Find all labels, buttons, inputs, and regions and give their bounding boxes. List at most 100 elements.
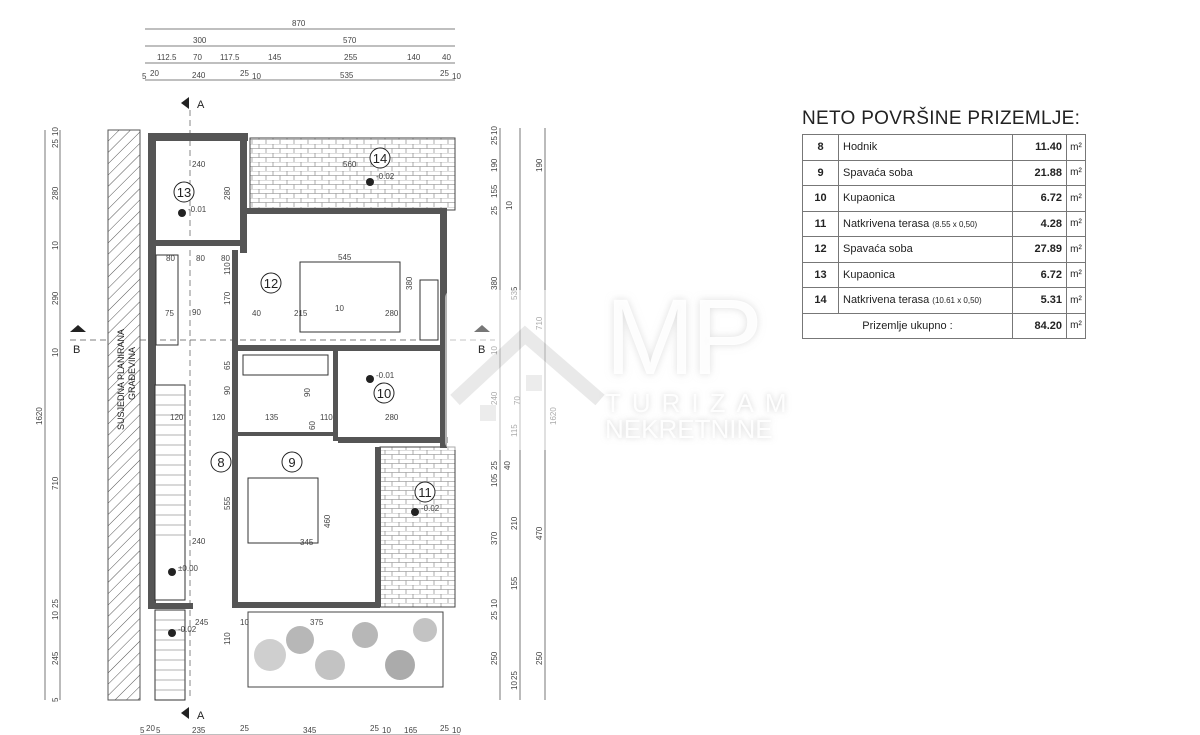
dim: 135 <box>265 413 279 422</box>
dim: 255 <box>344 53 358 62</box>
dim: 170 <box>223 291 232 305</box>
room-area: 11.40 <box>1012 134 1067 161</box>
room-name: Spavaća soba <box>838 159 1013 186</box>
room-name: Kupaonica <box>838 261 1013 288</box>
room-name: Spavaća soba <box>838 236 1013 263</box>
table-row: 8 Hodnik 11.40 m² <box>802 134 1086 161</box>
dim: 375 <box>310 618 324 627</box>
room-area: 6.72 <box>1012 185 1067 212</box>
dim: 40 <box>252 309 261 318</box>
room-number: 10 <box>377 386 391 401</box>
dim: 25 <box>240 724 249 733</box>
dim: 190 <box>535 158 544 172</box>
dim: 25 <box>490 206 499 215</box>
table-row: 10 Kupaonica 6.72 m² <box>802 185 1086 212</box>
room-area: 5.31 <box>1012 287 1067 314</box>
dim: 25 <box>490 461 499 470</box>
level: -0.01 <box>188 205 207 214</box>
room-11: 11 <box>414 481 436 503</box>
dim: 120 <box>170 413 184 422</box>
room-number: 11 <box>802 210 839 237</box>
area-unit: m² <box>1066 134 1086 161</box>
dim: 470 <box>535 526 544 540</box>
dim: 370 <box>490 531 499 545</box>
dim: 280 <box>385 309 399 318</box>
dim: 555 <box>223 496 232 510</box>
dim: 20 <box>146 724 155 733</box>
table-row: 12 Spavaća soba 27.89 m² <box>802 236 1086 263</box>
section-label: B <box>73 344 80 356</box>
dim: 10 <box>240 618 249 627</box>
dim: 20 <box>150 69 159 78</box>
level: -0.02 <box>376 172 395 181</box>
room-number: 9 <box>802 159 839 186</box>
left-dimensions: 25 10 280 10 290 10 1620 710 10 25 245 5 <box>35 127 61 702</box>
garden-planter <box>247 611 444 688</box>
dim: 5 <box>140 726 145 735</box>
dim: 25 <box>51 139 60 148</box>
area-unit: m² <box>1066 312 1086 339</box>
section-label: A <box>197 99 205 111</box>
level: -0.01 <box>376 371 395 380</box>
dim: 250 <box>535 651 544 665</box>
area-unit: m² <box>1066 261 1086 288</box>
room-number: 10 <box>802 185 839 212</box>
dim: 65 <box>223 361 232 370</box>
level-marks: -0.01 -0.01 -0.02 ±0.00 -0.02 -0.02 <box>168 172 440 637</box>
dim: 560 <box>343 160 357 169</box>
dim: 25 <box>370 724 379 733</box>
dim: 110 <box>320 413 333 422</box>
dim: 280 <box>223 186 232 200</box>
total-area: 84.20 <box>1012 312 1067 339</box>
room-area: 4.28 <box>1012 210 1067 237</box>
dim: 80 <box>166 254 175 263</box>
room-name: Natkrivena terasa (8.55 x 0,50) <box>838 210 1013 237</box>
room-number: 9 <box>288 455 295 470</box>
dim: 140 <box>407 53 421 62</box>
dim: 190 <box>490 158 499 172</box>
watermark-house-icon <box>445 290 610 450</box>
room-name-text: Spavaća soba <box>843 166 913 179</box>
dim: 10 <box>335 304 344 313</box>
dim: 535 <box>340 71 354 80</box>
room-13: 13 <box>173 181 195 203</box>
table-title: NETO POVRŠINE PRIZEMLJE: <box>802 108 1081 129</box>
dim: 380 <box>405 276 414 290</box>
dim: 10 <box>452 72 461 81</box>
section-label: A <box>197 710 205 722</box>
room-note: (8.55 x 0,50) <box>932 219 978 229</box>
dim: 215 <box>294 309 308 318</box>
room-number: 14 <box>373 151 387 166</box>
room-name: Natkrivena terasa (10.61 x 0,50) <box>838 287 1013 314</box>
room-8: 8 <box>210 451 232 473</box>
table-row: 13 Kupaonica 6.72 m² <box>802 261 1086 288</box>
area-unit: m² <box>1066 287 1086 314</box>
room-name-text: Kupaonica <box>843 268 895 281</box>
dim: 165 <box>404 726 418 735</box>
dim: 80 <box>196 254 205 263</box>
dim: 10 <box>51 127 60 136</box>
dim: 5 <box>156 726 161 735</box>
section-marker-a-bottom: A <box>181 707 205 722</box>
dim: 25 <box>440 724 449 733</box>
dim: 110 <box>223 262 232 275</box>
room-number: 13 <box>177 185 191 200</box>
dim: 117.5 <box>220 53 240 62</box>
level: ±0.00 <box>178 564 199 573</box>
room-area: 27.89 <box>1012 236 1067 263</box>
dim: 90 <box>192 308 201 317</box>
area-unit: m² <box>1066 210 1086 237</box>
dim: 870 <box>292 19 306 28</box>
dim: 240 <box>192 537 206 546</box>
neighbor-label: GRAĐEVINA <box>127 347 137 400</box>
dim: 380 <box>490 276 499 290</box>
dim: 80 <box>221 254 230 263</box>
section-marker-b-right: B <box>474 325 490 356</box>
dim: 345 <box>303 726 317 735</box>
dim: 570 <box>343 36 357 45</box>
dim: 155 <box>510 576 519 590</box>
room-12: 12 <box>260 272 282 294</box>
room-area: 21.88 <box>1012 159 1067 186</box>
room-number: 12 <box>264 276 278 291</box>
